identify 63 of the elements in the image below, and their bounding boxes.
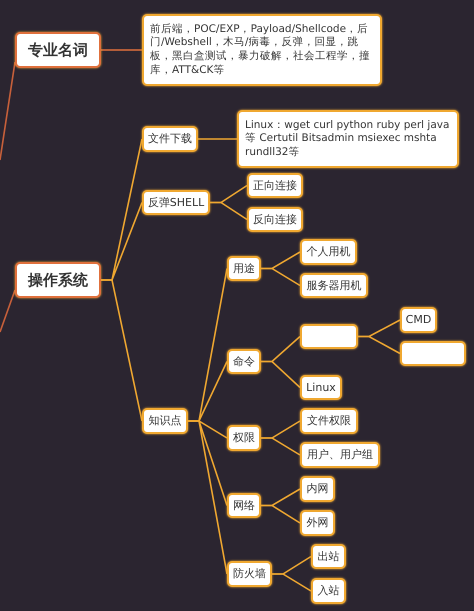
topic-box (400, 341, 466, 366)
topic-box (300, 510, 335, 536)
topic-text: 反弹SHELL (148, 196, 204, 210)
topic-box (227, 425, 261, 451)
topic-box (300, 273, 368, 298)
topic-box (237, 110, 459, 168)
topic-box (300, 442, 380, 468)
connector-line (261, 437, 300, 456)
connector-line (0, 290, 16, 332)
topic-text: 反向连接 (253, 212, 297, 226)
connector-line (101, 279, 143, 422)
topic-text: 防火墙 (233, 567, 266, 581)
topic-text: 权限 (233, 431, 255, 445)
topic-box (142, 14, 382, 86)
topic-text: Linux (306, 380, 336, 394)
topic-box (15, 32, 101, 68)
topic-text: 服务器用机 (306, 278, 362, 292)
connector-line (261, 360, 301, 388)
topic-box (300, 239, 357, 265)
topic-text: 操作系统 (28, 271, 88, 289)
topic-box (142, 126, 198, 152)
topic-text: 前后端，POC/EXP，Payload/Shellcode，后门/Webshell，木马/病毒，反弹，回显，跳板，黑白盒测试，暴力破解，社会工程学，撞库，ATT&CK等 (150, 22, 371, 78)
connector-line (272, 573, 312, 592)
topic-box (227, 256, 261, 281)
topic-box (247, 173, 303, 198)
topic-box (15, 262, 101, 298)
topic-box (300, 408, 358, 434)
topic-box (227, 349, 261, 374)
topic-box (227, 493, 261, 518)
connector-line (358, 336, 400, 354)
topic-text: 专业名词 (28, 41, 88, 59)
topic-text: 内网 (306, 482, 328, 496)
connector-line (198, 138, 237, 140)
topic-box (142, 190, 210, 215)
topic-text: Linux：wget curl python ruby perl java等 Certutil Bitsadmin msiexec mshta rundll32等 (245, 118, 450, 160)
topic-text: 外网 (306, 516, 328, 530)
topic-text: 正向连接 (253, 178, 297, 192)
topic-text: 文件权限 (307, 414, 351, 428)
connector-line (0, 62, 16, 160)
topic-text: 命令 (233, 354, 255, 368)
connector-line (101, 49, 142, 51)
topic-text: 用户、用户组 (307, 448, 373, 462)
topic-box (311, 578, 346, 604)
topic-box (142, 408, 188, 434)
connector-line (261, 504, 300, 524)
topic-text: CMD (406, 313, 432, 327)
topic-box (300, 375, 342, 400)
topic-text: 网络 (233, 498, 255, 512)
topic-box (300, 476, 335, 502)
topic-text: 知识点 (148, 414, 182, 428)
topic-box (311, 544, 346, 569)
topic-text: 用途 (233, 262, 255, 276)
topic-text: 文件下载 (148, 132, 192, 146)
connector-line (261, 268, 300, 286)
topic-box (300, 324, 358, 349)
topic-box (247, 207, 303, 232)
topic-box (400, 307, 437, 333)
topic-box (227, 561, 272, 587)
topic-text: 入站 (318, 584, 340, 598)
topic-text: 个人用机 (306, 245, 350, 259)
connector-line (210, 202, 248, 220)
topic-text: 出站 (318, 550, 340, 564)
connector-line (188, 420, 228, 574)
